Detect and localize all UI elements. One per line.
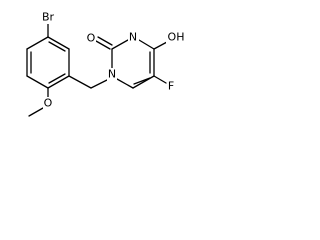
atom-label-n3: N [129,31,137,44]
atom-br: Br [39,11,58,24]
pyrimidine-ring [111,39,155,89]
bond-c6-c1 [26,36,49,50]
bond-c6-n1 [116,78,134,89]
bond-c2-o-a [95,40,111,50]
bond-c1-c2-inner [48,41,66,52]
bond-c2-n3 [111,39,129,50]
bond-c4-c5 [26,75,49,89]
bond-c3-c4-inner [48,73,66,84]
atom-label-f: F [168,80,174,93]
bond-c5-c6 [132,75,155,89]
bond-ch2-n1 [90,79,108,89]
bond-c5-c6-inner [133,77,151,85]
atom-n1: N [107,68,117,81]
atom-label-o-methoxy: O [44,97,53,110]
atom-o-carbonyl: O [86,32,96,45]
molecule-structure: Br O N O N OH F [26,11,186,117]
atom-o-methoxy: O [43,97,53,110]
bond-c3-ch2 [68,75,92,89]
atom-label-oh: OH [168,31,185,44]
atom-n3: N [128,31,139,44]
bond-n3-c4 [138,39,155,50]
atom-oh: OH [166,31,186,44]
atom-label-br: Br [42,11,55,24]
bond-o-ch3 [28,107,44,117]
atom-label-n1: N [108,68,116,81]
bond-c1-c2 [47,36,70,50]
atom-f: F [167,80,176,93]
bond-c5-f [153,75,167,84]
atom-label-o-carbonyl: O [87,32,96,45]
bond-c4-oh [153,41,168,50]
bond-c2-o-b [97,36,113,46]
benzene-ring [26,36,70,89]
bond-c3-c4 [47,75,70,89]
